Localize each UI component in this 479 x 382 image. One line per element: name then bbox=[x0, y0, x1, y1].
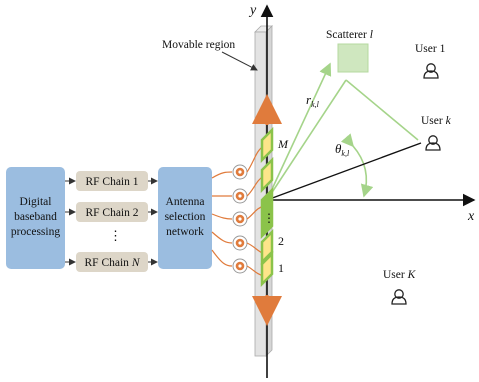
antenna-array bbox=[260, 126, 274, 288]
movable-region-label: Movable region bbox=[162, 39, 235, 51]
port-connectors bbox=[232, 164, 248, 274]
antenna-element-dots-box bbox=[260, 186, 274, 240]
antenna-selection-line-1: Antenna bbox=[166, 196, 205, 208]
scatterer-box bbox=[337, 43, 369, 73]
theta-symbol: θk,l bbox=[335, 141, 350, 158]
rf-chain-dots: ⋮ bbox=[109, 228, 122, 243]
user-1-label: User 1 bbox=[415, 43, 446, 55]
x-axis-label: x bbox=[467, 209, 475, 224]
feed-lines bbox=[211, 171, 233, 267]
user-big-k-icon bbox=[391, 289, 407, 305]
rf-chain-2-box bbox=[76, 202, 148, 222]
user-k-label: User k bbox=[421, 115, 452, 127]
user-big-k-label: User K bbox=[383, 269, 417, 281]
dsp-label-line-2: baseband bbox=[14, 211, 57, 223]
dsp-label-line-3: processing bbox=[11, 226, 60, 238]
movable-region-pointer bbox=[221, 51, 258, 71]
y-axis-label: y bbox=[248, 3, 257, 18]
scatterer-label: Scatterer l bbox=[326, 29, 373, 41]
r-symbol: rk,l bbox=[306, 92, 320, 109]
dsp-label-line-1: Digital bbox=[20, 196, 52, 208]
propagation-paths bbox=[266, 62, 419, 201]
rf-chain-n-label: RF Chain N bbox=[85, 257, 141, 269]
antenna-element-2 bbox=[260, 228, 274, 266]
rf-chain-1-box bbox=[76, 171, 148, 191]
rf-chain-1-label: RF Chain 1 bbox=[85, 176, 138, 188]
antenna-label-1: 1 bbox=[278, 261, 284, 275]
user-k-direction-line bbox=[266, 142, 422, 201]
rf-chain-2-label: RF Chain 2 bbox=[85, 207, 138, 219]
antenna-label-dots: ⋮ bbox=[263, 211, 275, 225]
antenna-selection-line-2: selection bbox=[165, 211, 206, 223]
antenna-element-m bbox=[260, 126, 274, 164]
antenna-selection-line-3: network bbox=[166, 226, 204, 238]
antenna-label-2: 2 bbox=[278, 234, 284, 248]
antenna-element-m-1 bbox=[260, 156, 274, 194]
antenna-element-1 bbox=[260, 250, 274, 288]
user-1-icon bbox=[423, 63, 439, 79]
antenna-selection-block bbox=[158, 167, 212, 269]
rf-chain-n-box bbox=[76, 252, 148, 272]
antenna-label-m: M bbox=[277, 137, 289, 151]
user-k-icon bbox=[425, 135, 441, 151]
dsp-block bbox=[6, 167, 65, 269]
